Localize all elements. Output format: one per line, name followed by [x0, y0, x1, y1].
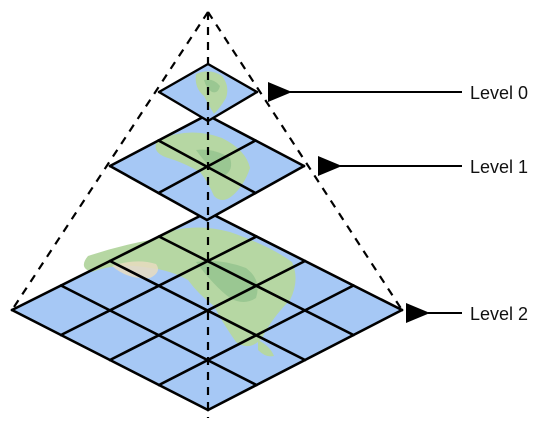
- level-2-grid-line-b: [206, 210, 404, 312]
- level-2-grid-line-b: [157, 235, 355, 337]
- level-1-grid-line-b: [108, 164, 209, 222]
- level-1-grid-line-b: [205, 113, 306, 168]
- level-1-land: [155, 132, 250, 200]
- level-2-desert: [112, 261, 158, 279]
- level-2-grid-line-b: [59, 284, 258, 387]
- level-0-land-detail: [204, 79, 220, 93]
- level-0-label: Level 0: [470, 83, 528, 103]
- level-2-island: [258, 340, 274, 357]
- level-2-grid-line-b: [10, 308, 210, 412]
- level-2-grid-line-b: [108, 259, 307, 362]
- level-2-label: Level 2: [470, 304, 528, 324]
- level-0-grid-line-b: [157, 90, 210, 123]
- level-1-callout: Level 1: [318, 156, 528, 177]
- level-0-grid-line-b: [206, 62, 259, 94]
- level-2-callout: Level 2: [406, 303, 528, 324]
- level-0-land: [195, 71, 228, 114]
- level-2-land: [83, 227, 296, 347]
- level-2-grid: [10, 210, 404, 412]
- level-0-grid: [157, 62, 259, 123]
- level-0-callout: Level 0: [268, 82, 528, 103]
- level-2-tiles: [10, 210, 404, 412]
- level-0-grid-line-a: [206, 90, 259, 123]
- level-0-grid-line-a: [157, 62, 210, 94]
- level-1-label: Level 1: [470, 157, 528, 177]
